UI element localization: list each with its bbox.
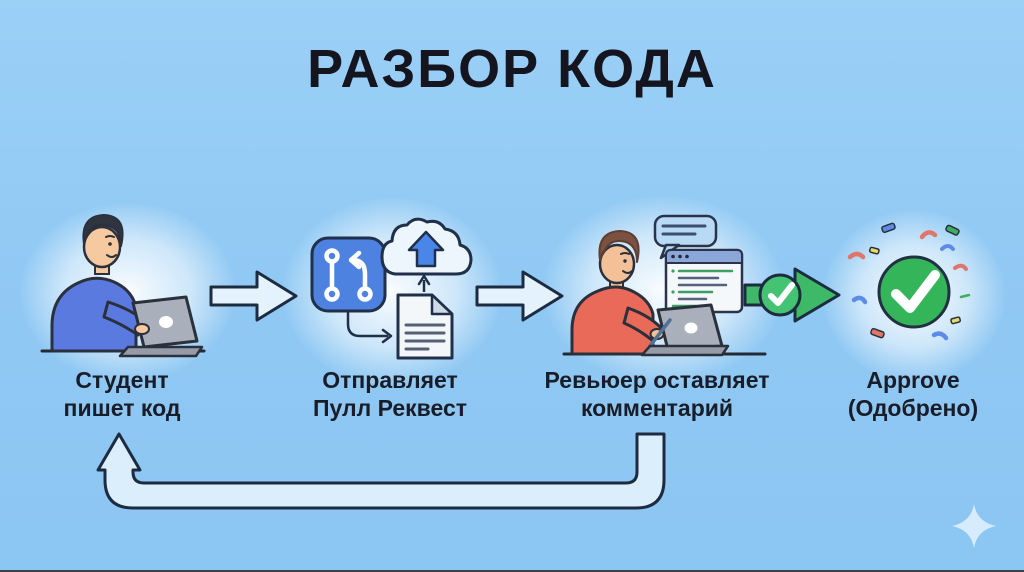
code-review-window-icon — [664, 248, 744, 314]
laptop-icon — [118, 295, 204, 358]
feedback-loop-arrow — [96, 432, 666, 510]
student-at-laptop-illustration — [40, 214, 206, 358]
sparkle-icon — [952, 504, 996, 548]
reviewer-at-laptop-illustration — [562, 214, 767, 357]
pull-request-illustration — [310, 217, 473, 360]
step-label-pull-request: Отправляет Пулл Реквест — [312, 367, 468, 421]
page-title: РАЗБОР КОДА — [307, 39, 717, 99]
confetti — [847, 222, 971, 341]
arrow-right-icon — [209, 270, 298, 322]
laptop-icon — [656, 303, 724, 352]
upload-cloud-icon — [380, 217, 473, 276]
check-circle-confetti-illustration — [847, 222, 971, 341]
connector-arrows — [346, 274, 431, 344]
reviewer-person — [570, 230, 663, 356]
step-label-reviewer: Ревьюер оставляет комментарий — [544, 367, 770, 421]
step-label-student: Студент пишет код — [63, 367, 181, 421]
student-person — [50, 214, 147, 353]
pen-icon — [648, 318, 672, 348]
git-pull-request-icon — [310, 236, 387, 313]
step-label-approve: Approve (Одобрено) — [847, 367, 979, 421]
arrow-right-icon — [475, 270, 564, 322]
document-icon — [396, 293, 454, 360]
check-badge-icon — [758, 273, 802, 317]
approve-arrow-icon — [743, 267, 841, 323]
check-circle-icon — [877, 255, 951, 329]
laptop-base — [640, 344, 730, 357]
